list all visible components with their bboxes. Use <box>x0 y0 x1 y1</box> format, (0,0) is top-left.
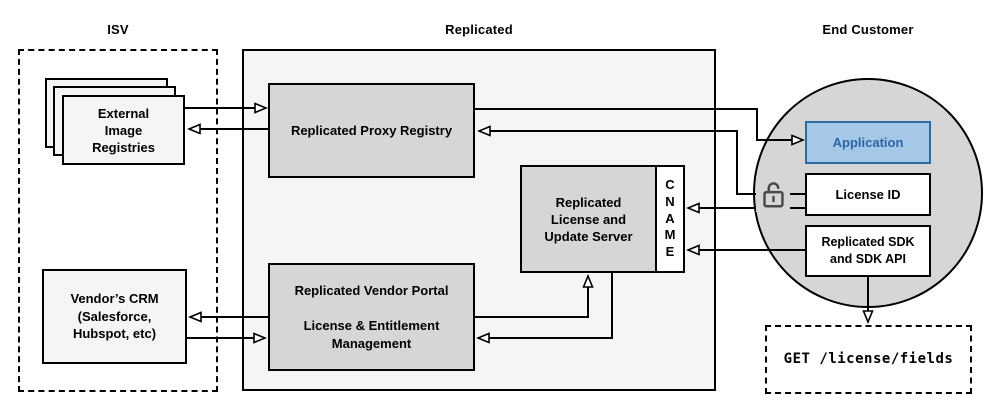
replicated-section-label: Replicated <box>445 22 513 37</box>
vendor-portal-title: Replicated Vendor Portal <box>294 283 449 298</box>
application-node: Application <box>805 121 931 164</box>
license-server-label-line: License and <box>550 211 627 227</box>
connector-portal-to-license-server <box>475 276 588 318</box>
vendor-portal-label-line: Management <box>331 335 412 351</box>
isv-group-boundary <box>18 49 218 392</box>
crm-label-line: Hubspot, etc) <box>72 326 157 342</box>
cname-letter: A <box>665 210 675 226</box>
sdk-label-line: and SDK API <box>830 252 906 266</box>
proxy-registry-node: Replicated Proxy Registry <box>268 83 475 178</box>
open-padlock-icon <box>763 182 784 208</box>
cname-node: C N A M E <box>655 165 685 273</box>
license-server-label-line: Replicated <box>555 194 622 210</box>
vendor-portal-node: Replicated Vendor Portal License & Entit… <box>268 263 475 371</box>
connector-license-server-to-portal <box>478 273 613 338</box>
proxy-registry-label: Replicated Proxy Registry <box>290 123 453 138</box>
replicated-sdk-node: Replicated SDK and SDK API <box>805 225 931 277</box>
vendors-crm-node: Vendor’s CRM (Salesforce, Hubspot, etc) <box>42 269 187 364</box>
registries-label-line: Image <box>104 122 143 138</box>
get-license-fields-node: GET /license/fields <box>765 325 972 394</box>
unlock-icon <box>756 176 790 212</box>
sdk-label-line: Replicated SDK <box>821 235 915 249</box>
vendor-portal-spacer <box>370 300 374 318</box>
application-label: Application <box>832 135 904 150</box>
connector-proxy-to-application <box>475 108 803 140</box>
external-image-registries-node: External Image Registries <box>62 95 185 165</box>
crm-label-line: Vendor’s CRM <box>70 291 159 307</box>
license-update-server-node: Replicated License and Update Server <box>520 165 657 273</box>
license-server-label-line: Update Server <box>544 228 633 244</box>
cname-letter: E <box>665 244 675 260</box>
license-id-node: License ID <box>805 173 931 216</box>
cname-letter: N <box>665 193 675 209</box>
cname-letter: M <box>664 227 676 243</box>
registries-label-line: External <box>97 105 150 121</box>
cname-letter: C <box>665 177 675 192</box>
vendor-portal-label-line: License & Entitlement <box>303 318 440 333</box>
registries-label-line: Registries <box>92 139 155 155</box>
license-id-label: License ID <box>835 187 901 202</box>
crm-label-line: (Salesforce, <box>77 308 152 324</box>
isv-section-label: ISV <box>107 22 129 37</box>
end-customer-section-label: End Customer <box>822 22 914 37</box>
get-endpoint-label: GET /license/fields <box>783 351 954 367</box>
